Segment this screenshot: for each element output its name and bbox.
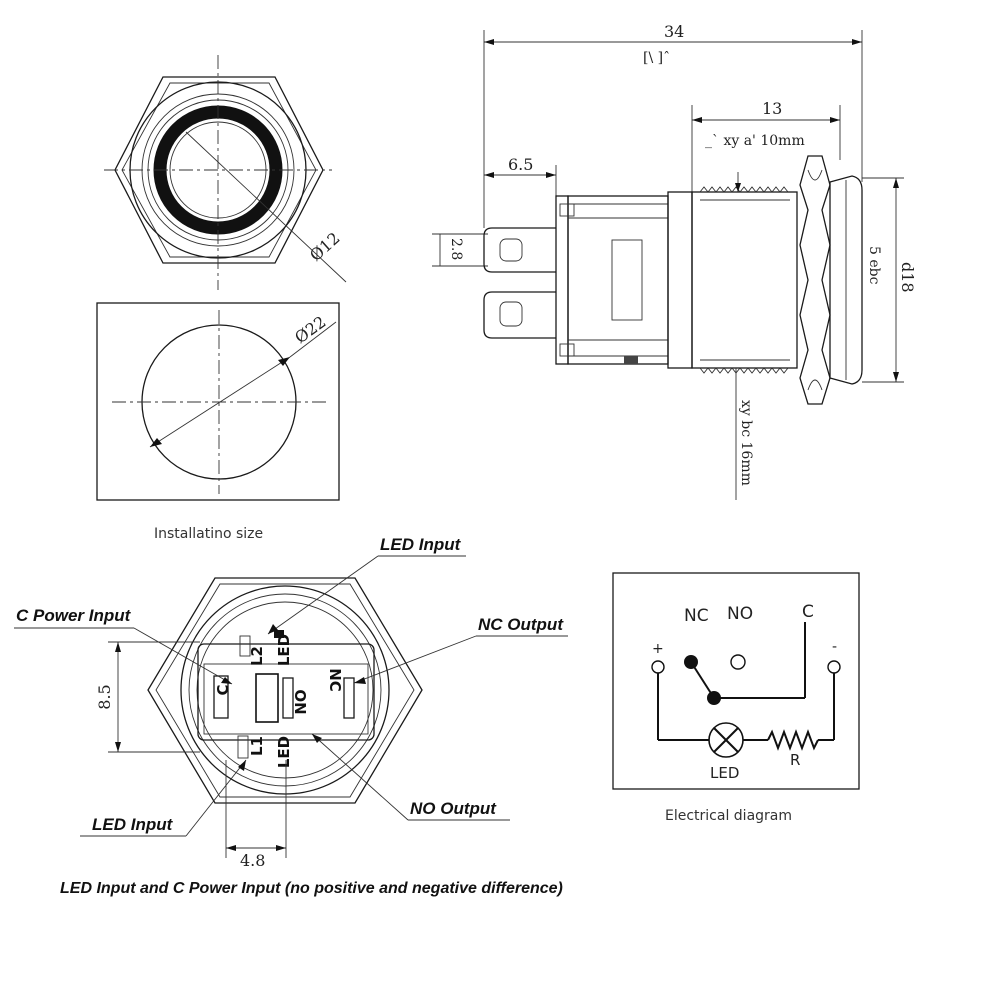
label-r: R [790, 751, 800, 769]
dim-4-8: 4.8 [240, 851, 265, 870]
side-view: 34 [\ ]ˆ 13 _ˋ xy a' 10mm 6.5 2.8 [432, 22, 917, 500]
dim-6-5: 6.5 [508, 155, 533, 174]
label-nc: NC [684, 606, 709, 626]
callout-led-input-bottom: LED Input [92, 815, 174, 834]
pin-label-nc: NC [326, 668, 344, 692]
label-minus: - [832, 639, 837, 655]
dim-dia12: Ø12 [306, 228, 344, 265]
pin-label-led-top: LED [275, 634, 293, 666]
callout-no-output: NO Output [410, 799, 497, 818]
dim-13-sub: _ˋ xy a' 10mm [705, 133, 805, 149]
hex-front-view: Ø12 [104, 55, 347, 290]
pin-label-l1: L1 [248, 736, 266, 756]
label-plus: + [652, 641, 664, 657]
dim-5ebc: 5 ebc [866, 246, 882, 285]
callout-nc-output: NC Output [478, 615, 564, 634]
dim-2-8: 2.8 [448, 238, 464, 260]
electrical-diagram: NC NO C + - LED R Electrical diagram [612, 572, 860, 824]
dim-8-5: 8.5 [95, 684, 114, 709]
dim-13: 13 [762, 99, 782, 118]
callout-c-power-input: C Power Input [16, 606, 132, 625]
installation-caption: Installatino size [154, 526, 263, 542]
label-led: LED [710, 764, 739, 782]
dim-34: 34 [664, 22, 684, 41]
label-c: C [802, 602, 814, 622]
pin-label-no: NO [292, 689, 310, 714]
callout-led-input-top: LED Input [380, 535, 462, 554]
dim-34-sub: [\ ]ˆ [643, 50, 670, 66]
label-no: NO [727, 604, 753, 624]
thread-lines [699, 186, 790, 374]
pin-label-c: C [214, 684, 232, 695]
dim-d18: d18 [898, 262, 917, 293]
pin-label-led-bottom: LED [275, 736, 293, 768]
installation-size-view: Ø22 Installatino size [96, 302, 340, 542]
dim-vertical-16mm: xy bc 16mm [738, 400, 754, 486]
pin-label-l2: L2 [248, 646, 266, 666]
electrical-caption: Electrical diagram [665, 808, 792, 824]
footnote: LED Input and C Power Input (no positive… [60, 880, 563, 897]
rear-pin-view: C NC NO LED LED L2 L1 8.5 4.8 LED Input … [14, 535, 568, 897]
